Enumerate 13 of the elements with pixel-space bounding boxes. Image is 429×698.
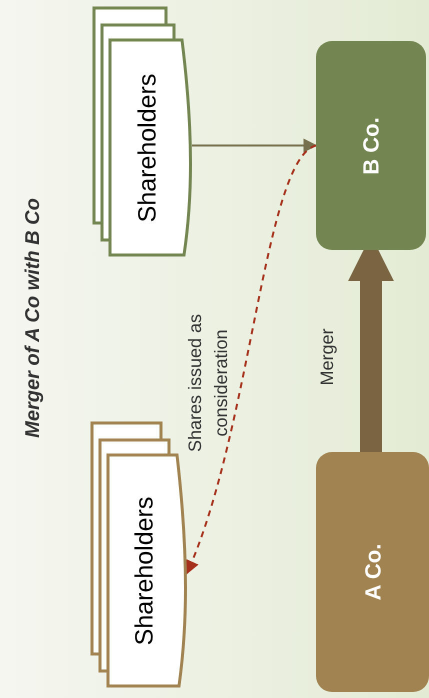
company-box <box>316 452 429 692</box>
node-text: Shareholders <box>130 496 158 645</box>
arrow <box>192 138 318 152</box>
node-text: B Co. <box>358 116 384 174</box>
title: Merger of A Co with B Co <box>22 198 44 438</box>
company-box <box>316 41 426 250</box>
dashed-arrow <box>185 144 317 574</box>
document-stack <box>92 6 192 257</box>
edge-label: Merger <box>317 328 337 386</box>
node-text: A Co. <box>360 544 385 600</box>
document-stack <box>90 421 187 688</box>
node-text: Shareholders <box>133 73 162 222</box>
edge-label: Shares issued as consideration <box>185 314 231 452</box>
